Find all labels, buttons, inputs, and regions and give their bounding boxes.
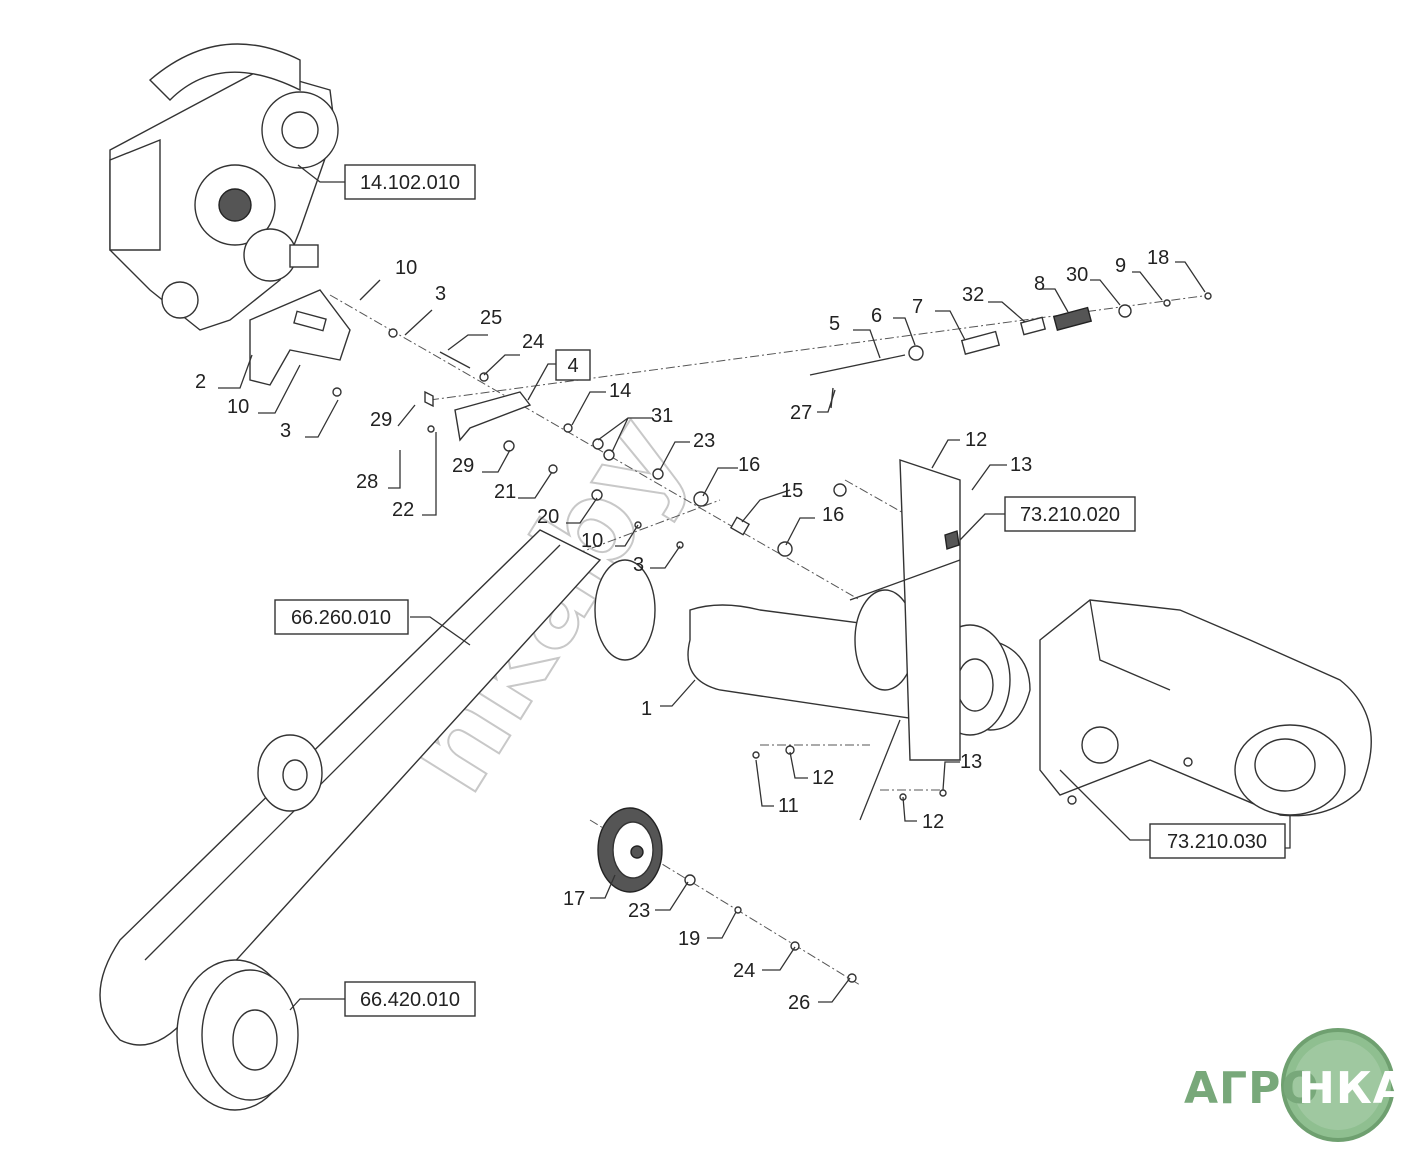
callout-8: 8 bbox=[1034, 273, 1045, 295]
callout-12: 12 bbox=[922, 811, 944, 833]
callout-31: 31 bbox=[651, 405, 673, 427]
callout-9: 9 bbox=[1115, 255, 1126, 277]
logo-text-right: НКА bbox=[1298, 1063, 1408, 1114]
callout-10: 10 bbox=[395, 257, 417, 279]
ref-box-gearbox[interactable]: 14.102.010 bbox=[344, 164, 476, 200]
callout-6: 6 bbox=[871, 305, 882, 327]
callout-25: 25 bbox=[480, 307, 502, 329]
callout-10: 10 bbox=[227, 396, 249, 418]
callout-23: 23 bbox=[693, 430, 715, 452]
callout-3: 3 bbox=[435, 283, 446, 305]
logo-circle-icon bbox=[1281, 1028, 1395, 1142]
callout-12: 12 bbox=[812, 767, 834, 789]
hardware-small-parts bbox=[332, 328, 793, 557]
logo-text-left: АГРО bbox=[1184, 1063, 1320, 1114]
bracket-part bbox=[249, 289, 351, 386]
callout-29: 29 bbox=[370, 409, 392, 431]
callout-14: 14 bbox=[609, 380, 631, 402]
svg-text:14.102.010: 14.102.010 bbox=[360, 172, 460, 194]
callout-22: 22 bbox=[392, 499, 414, 521]
callout-28: 28 bbox=[356, 471, 378, 493]
callout-labels: 10 3 2 10 3 25 24 29 28 22 14 31 29 21 2… bbox=[195, 247, 1169, 1014]
callout-1: 1 bbox=[641, 698, 652, 720]
callout-3: 3 bbox=[633, 554, 644, 576]
callout-30: 30 bbox=[1066, 264, 1088, 286]
agronka-logo: АГРО НКА bbox=[1180, 1025, 1410, 1145]
ref-box-frame[interactable]: 73.210.020 bbox=[1004, 496, 1136, 532]
svg-text:4: 4 bbox=[567, 355, 578, 377]
callout-3: 3 bbox=[280, 420, 291, 442]
boxed-item-4[interactable]: 4 bbox=[555, 349, 591, 381]
ref-box-belt[interactable]: 66.260.010 bbox=[274, 599, 409, 635]
callout-24: 24 bbox=[522, 331, 544, 353]
callout-2: 2 bbox=[195, 371, 206, 393]
callout-13: 13 bbox=[960, 751, 982, 773]
callout-29: 29 bbox=[452, 455, 474, 477]
callout-32: 32 bbox=[962, 284, 984, 306]
svg-text:73.210.030: 73.210.030 bbox=[1167, 831, 1267, 853]
callout-27: 27 bbox=[790, 402, 812, 424]
callout-11: 11 bbox=[778, 795, 799, 817]
callout-16: 16 bbox=[738, 454, 760, 476]
leader-lines bbox=[218, 164, 1291, 1011]
svg-text:66.260.010: 66.260.010 bbox=[291, 607, 391, 629]
gear-housing-right bbox=[1039, 599, 1372, 817]
callout-24: 24 bbox=[733, 960, 755, 982]
callout-16: 16 bbox=[822, 504, 844, 526]
svg-text:66.420.010: 66.420.010 bbox=[360, 989, 460, 1011]
rod-assembly bbox=[809, 292, 1212, 409]
callout-19: 19 bbox=[678, 928, 700, 950]
pulley-17 bbox=[597, 807, 857, 983]
callout-17: 17 bbox=[563, 888, 585, 910]
drive-belt bbox=[594, 559, 1031, 736]
svg-text:73.210.020: 73.210.020 bbox=[1020, 504, 1120, 526]
ref-box-housing[interactable]: 73.210.030 bbox=[1149, 823, 1286, 859]
callout-5: 5 bbox=[829, 313, 840, 335]
frame-bracket bbox=[833, 459, 961, 821]
callout-15: 15 bbox=[781, 480, 803, 502]
ref-box-pulley[interactable]: 66.420.010 bbox=[344, 981, 476, 1017]
callout-18: 18 bbox=[1147, 247, 1169, 269]
callout-12: 12 bbox=[965, 429, 987, 451]
bottom-pulley bbox=[176, 959, 299, 1111]
idler-pulley bbox=[257, 734, 323, 812]
callout-7: 7 bbox=[912, 296, 923, 318]
callout-13: 13 bbox=[1010, 454, 1032, 476]
callout-10: 10 bbox=[581, 530, 603, 552]
callout-26: 26 bbox=[788, 992, 810, 1014]
gearbox-assembly bbox=[109, 43, 339, 331]
callout-20: 20 bbox=[537, 506, 559, 528]
callout-21: 21 bbox=[494, 481, 516, 503]
callout-23: 23 bbox=[628, 900, 650, 922]
